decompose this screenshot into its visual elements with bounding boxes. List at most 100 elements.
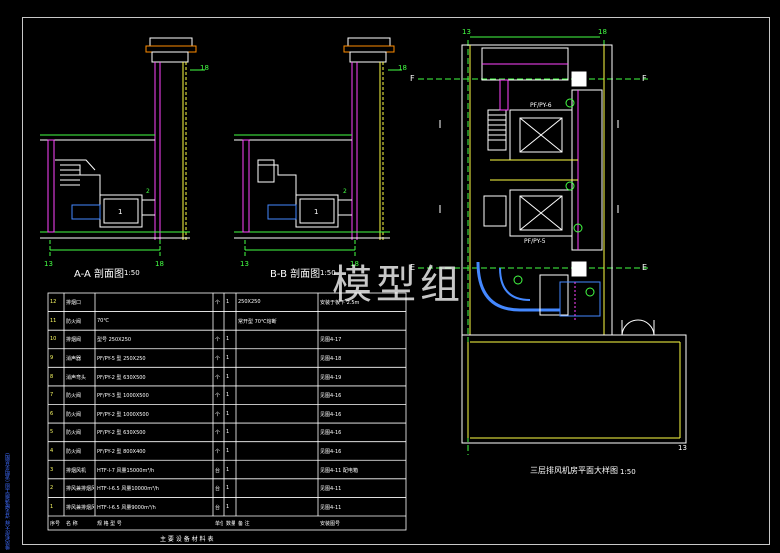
table-cell-name: 消声器 [66,356,82,363]
plan-title: 三层排风机房平面大样图 [530,466,618,475]
table-cell-spec: PF/PY-3 型 1000X500 [97,393,149,400]
table-header-spec: 规 格 型 号 [97,521,122,527]
table-header-no: 序号 [50,521,61,527]
table-cell-remark: 见图4-16 [320,393,342,400]
section-a [40,37,205,258]
grid-label-plan-f-left: F [410,74,415,83]
table-cell-qty: 1 [226,410,230,417]
table-cell-unit: 个 [215,411,221,418]
fan-tag-b: 1 [314,208,319,216]
table-cell-qty: 1 [226,336,230,343]
table-header-name: 名 称 [66,521,78,527]
grid-label-b-left: 13 [240,260,249,268]
side-note: 排风机房大样 详见暖通施工图 (说明见总图) [5,452,11,550]
table-cell-spec: 型号 250X250 [97,337,132,344]
table-cell-name: 消声弯头 [66,374,87,381]
table-cell-remark: 见图4-16 [320,448,342,455]
grid-label-b-right: 18 [350,260,359,268]
watermark: 模型组 [332,262,464,308]
section-b [234,37,402,258]
table-cell-qty: 1 [226,355,230,362]
tag-a2: 2 [146,188,150,195]
table-cell-remark: 见图4-16 [320,411,342,418]
table-cell-name: 排烟阀 [66,337,82,344]
table-cell-unit: 台 [215,486,221,493]
table-cell-unit: 台 [215,467,221,474]
grid-label-b-top: 18 [398,64,407,72]
table-cell-name: 排风兼排烟风机 [66,486,94,493]
table-cell-unit: 个 [215,393,221,400]
grid-label-plan-f-right: F [642,74,647,83]
table-header-note: 备 注 [238,521,250,527]
table-cell-remark: 见图4-17 [320,337,342,344]
table-cell-name: 排烟口 [66,300,82,307]
table-cell-name: 防火阀 [66,411,82,418]
table-cell-no: 1 [50,503,54,510]
plan-view [418,36,687,455]
table-cell-name: 排风兼排烟风机 [66,504,94,511]
table-cell-unit: 个 [215,356,221,363]
table-cell-unit: 个 [215,300,221,307]
table-cell-remark: 见图4-16 [320,430,342,437]
table-cell-unit: 个 [215,337,221,344]
table-cell-spec: PF/PY-2 型 800X400 [97,448,146,455]
grid-label-plan-top-left: 13 [462,28,471,36]
table-cell-no: 11 [50,317,57,324]
table-cell-name: 防火阀 [66,448,82,455]
table-cell-no: 9 [50,355,54,362]
table-header-remark: 安装图号 [320,521,341,527]
table-cell-unit: 个 [215,430,221,437]
table-cell-note: 常开型 70℃熔断 [238,318,277,325]
table-cell-spec: PF/PY-5 型 250X250 [97,356,146,363]
grid-label-plan-top-right: 18 [598,28,607,36]
table-cell-note: 250X250 [238,299,261,306]
table-cell-qty: 1 [226,447,230,454]
table-cell-remark: 安装于板下 2.5m [320,300,360,307]
table-cell-remark: 见图4-11 [320,504,342,511]
grid-label-a-right: 18 [155,260,164,268]
table-header-unit: 单位 [215,521,223,527]
table-cell-qty: 1 [226,392,230,399]
table-cell-spec: HTF-I-7 风量15000m³/h [97,467,155,474]
plan-unit-lower-label: PF/PY-5 [524,238,546,245]
table-row-lines [48,311,406,498]
table-cell-remark: 见图4-11 配电箱 [320,467,358,474]
table-cell-no: 4 [50,447,54,454]
plan-unit-upper-label: PF/PY-6 [530,102,552,109]
table-cell-spec: HTF-I-6.5 风量10000m³/h [97,486,159,493]
table-cell-no: 8 [50,373,54,380]
table-cell-spec: PF/PY-2 型 630X500 [97,374,146,381]
table-cell-name: 防火阀 [66,430,82,437]
table-cell-spec: PF/PY-2 型 1000X500 [97,411,149,418]
section-a-scale: 1:50 [124,269,140,277]
table-caption: 主 要 设 备 材 料 表 [160,536,214,543]
table-cell-spec: HTF-I-6.5 风量9000m³/h [97,504,156,511]
table-cell-spec: 70℃ [97,317,109,324]
tag-b2: 2 [343,188,347,195]
section-a-title: A-A 剖面图 [74,269,125,280]
table-cell-unit: 个 [215,448,221,455]
table-cell-remark: 见图4-18 [320,356,342,363]
table-cell-remark: 见图4-19 [320,374,342,381]
table-cell-no: 7 [50,392,54,399]
table-cell-no: 6 [50,410,54,417]
table-cell-qty: 1 [226,503,230,510]
table-cell-name: 防火阀 [66,318,82,325]
fan-tag-a: 1 [118,208,123,216]
table-cell-unit: 台 [215,504,221,511]
table-cell-name: 防火阀 [66,393,82,400]
table-cell-qty: 1 [226,299,230,306]
grid-label-a-left: 13 [44,260,53,268]
grid-label-plan-bottom-right: 13 [678,444,687,452]
table-cell-qty: 1 [226,485,230,492]
table-cell-qty: 1 [226,466,230,473]
grid-label-plan-e-right: E [642,263,648,272]
table-cell-name: 排烟风机 [66,467,87,474]
table-cell-no: 2 [50,485,54,492]
table-cell-remark: 见图4-11 [320,486,342,493]
table-cell-qty: 1 [226,429,230,436]
grid-label-a-top: 18 [200,64,209,72]
section-b-title: B-B 剖面图 [270,269,321,280]
table-cell-no: 12 [50,299,57,306]
